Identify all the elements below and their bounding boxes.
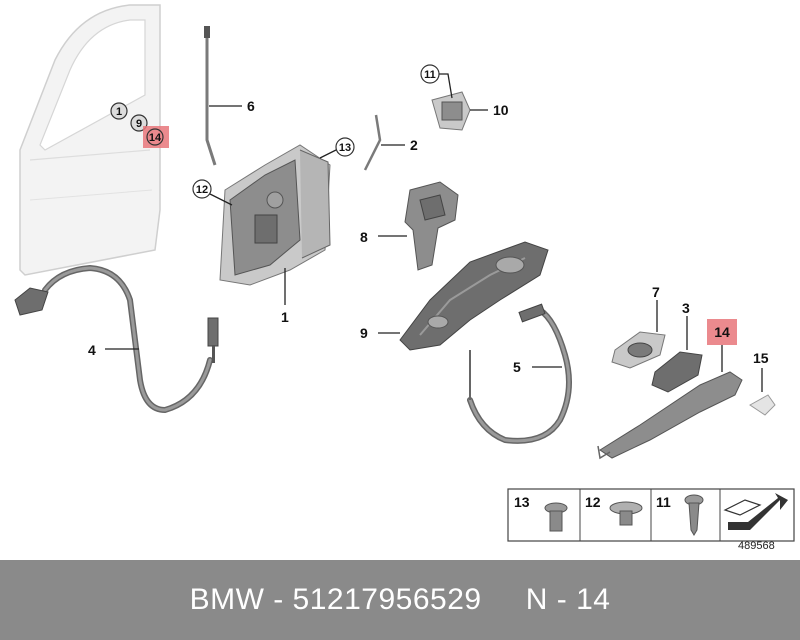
callout-11-striker-text: 11 (424, 69, 436, 81)
callout-1-circle-door: 1 (110, 102, 128, 120)
callout-9-text: 9 (360, 325, 368, 341)
callout-14-text: 14 (714, 324, 730, 340)
part-10-striker: 10 (431, 91, 509, 131)
callout-6-text: 6 (247, 98, 255, 114)
callout-3-text: 3 (682, 300, 690, 316)
part-15-cap: 15 (749, 350, 776, 416)
part-3-gasket: 3 (651, 300, 703, 393)
screw-13-icon (544, 502, 568, 532)
screw-11-icon (684, 494, 704, 536)
part-6-rod: 6 (204, 26, 255, 166)
part-14-door-handle (597, 345, 743, 460)
callout-10-text: 10 (493, 102, 509, 118)
legend-11-text: 11 (656, 494, 671, 510)
callout-4-text: 4 (88, 342, 96, 358)
callout-15-text: 15 (753, 350, 769, 366)
callout-7-text: 7 (652, 284, 660, 300)
callout-13-circle-lock: 13 (319, 137, 355, 159)
legend-13-text: 13 (514, 494, 530, 510)
callout-1-door-text: 1 (116, 106, 122, 118)
diagram-canvas: 1 9 14 6 1 12 13 2 (14, 4, 795, 542)
part-7-gasket: 7 (611, 284, 666, 369)
footer-part-number: BMW - 51217956529 N - 14 (189, 583, 611, 616)
callout-8-text: 8 (360, 229, 368, 245)
callout-14-door-text: 14 (149, 132, 162, 144)
diagram-reference-number: 489568 (738, 540, 775, 552)
part-8-bracket: 8 (360, 181, 459, 271)
footer-bar: BMW - 51217956529 N - 14 (0, 560, 800, 640)
callout-12-circle-lock: 12 (192, 179, 233, 206)
callout-2-text: 2 (410, 137, 418, 153)
part-2-rod: 2 (363, 114, 418, 171)
callout-14-highlight-door: 14 (143, 126, 169, 148)
screw-12-icon (609, 501, 643, 526)
callout-14-highlight: 14 (707, 319, 737, 345)
part-4-cable: 4 (14, 264, 219, 414)
part-1-door-lock: 1 (219, 144, 331, 325)
fastener-legend: 13 12 11 (507, 488, 795, 542)
callout-1-text: 1 (281, 309, 289, 325)
door-panel (19, 4, 161, 276)
callout-13-lock-text: 13 (339, 142, 351, 154)
parts-diagram: 1 9 14 6 1 12 13 2 (14, 4, 795, 552)
callout-5-text: 5 (513, 359, 521, 375)
part-5-cable: 5 (467, 303, 572, 444)
callout-9-door-text: 9 (136, 118, 142, 130)
part-9-handle-carrier: 9 (360, 241, 549, 351)
legend-12-text: 12 (585, 494, 601, 510)
callout-12-lock-text: 12 (196, 184, 208, 196)
callout-11-circle-striker: 11 (420, 64, 453, 99)
arrow-symbol-icon (723, 493, 788, 530)
